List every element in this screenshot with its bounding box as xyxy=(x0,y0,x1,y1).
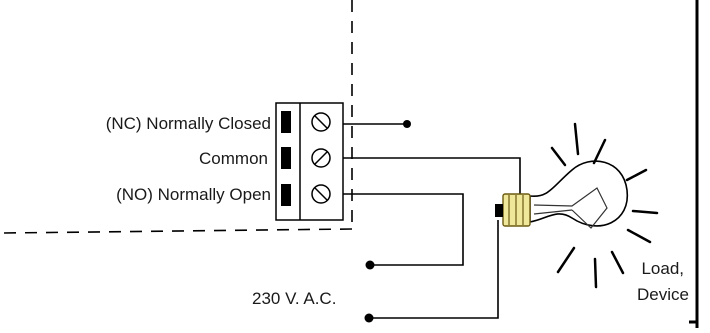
load-label-line-2: Device xyxy=(637,285,689,304)
light-bulb-icon xyxy=(495,160,628,229)
enclosure-horizontal-dashed-line xyxy=(3,228,353,234)
lamp-filament xyxy=(533,187,608,229)
terminal-contact-common xyxy=(281,147,291,169)
screw-terminal-icon xyxy=(311,184,331,204)
terminal-contact-nc xyxy=(281,111,291,133)
wires xyxy=(343,120,521,323)
light-ray-icon xyxy=(556,246,576,274)
light-ray-icon xyxy=(625,168,648,182)
lamp-contact xyxy=(495,204,503,217)
terminal-contact-no xyxy=(281,184,291,206)
wire-end-dot-icon xyxy=(365,260,375,270)
label-normally-closed: (NC) Normally Closed xyxy=(106,114,271,133)
wire-end-dot-icon xyxy=(364,313,374,323)
supply-voltage-label: 230 V. A.C. xyxy=(252,289,336,308)
wire-end-dot-icon xyxy=(403,120,411,128)
light-ray-icon xyxy=(626,228,652,244)
light-rays xyxy=(550,122,659,289)
light-ray-icon xyxy=(593,257,598,289)
enclosure-boundary xyxy=(3,0,699,328)
label-normally-open: (NO) Normally Open xyxy=(116,185,271,204)
light-ray-icon xyxy=(631,209,659,215)
screw-terminal-icon xyxy=(311,112,331,132)
load-label-line-1: Load, xyxy=(641,259,684,278)
light-ray-icon xyxy=(573,122,580,156)
load-return-wire xyxy=(369,220,499,319)
light-ray-icon xyxy=(550,146,567,167)
light-ray-icon xyxy=(592,138,607,165)
terminal-block xyxy=(275,102,344,221)
common-wire xyxy=(343,157,521,194)
light-ray-icon xyxy=(610,250,625,275)
no-wire-to-supply xyxy=(343,193,464,266)
label-common: Common xyxy=(199,149,268,168)
screw-terminal-icon xyxy=(311,148,331,168)
